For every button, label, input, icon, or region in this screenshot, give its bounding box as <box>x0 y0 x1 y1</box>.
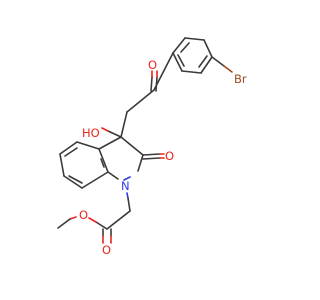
c-br-bond-br <box>223 65 233 73</box>
ch2-c3-bond <box>120 111 128 138</box>
bromine-label: Br <box>234 72 247 86</box>
ester-carbonyl-oxygen-label: O <box>102 243 111 257</box>
oxindole-five-ring <box>98 136 144 181</box>
n-ch2-bond-n <box>126 192 129 199</box>
c3-oh-bond <box>107 130 122 138</box>
c-br-bond <box>211 56 225 67</box>
lactam-double-bond <box>142 153 161 156</box>
nitrogen-label: N <box>121 179 130 193</box>
lactam-double-bond <box>142 157 161 160</box>
lactam-oxygen-label: O <box>165 149 174 163</box>
ketone-double-bond <box>150 76 153 92</box>
ch2-ester-bond <box>106 210 131 230</box>
molecule-structure: Br O HO O N <box>57 37 247 257</box>
hydroxyl-label: HO <box>82 126 100 140</box>
o-methyl-bond <box>57 218 71 229</box>
bromophenyl-ring <box>172 37 213 74</box>
n-ch2-bond <box>127 197 131 212</box>
benzo-ring <box>59 141 109 189</box>
ester-oxygen-label: O <box>79 208 88 222</box>
ketone-double-bond <box>155 76 158 92</box>
ester-c-o-bond-o <box>88 217 97 223</box>
c3-oh-bond-o <box>101 127 109 132</box>
o-methyl-bond-o <box>69 216 77 220</box>
ketone-oxygen-label: O <box>148 58 157 72</box>
ester-c-o-bond <box>95 221 108 230</box>
carbonyl-ch2-bond <box>126 89 155 113</box>
